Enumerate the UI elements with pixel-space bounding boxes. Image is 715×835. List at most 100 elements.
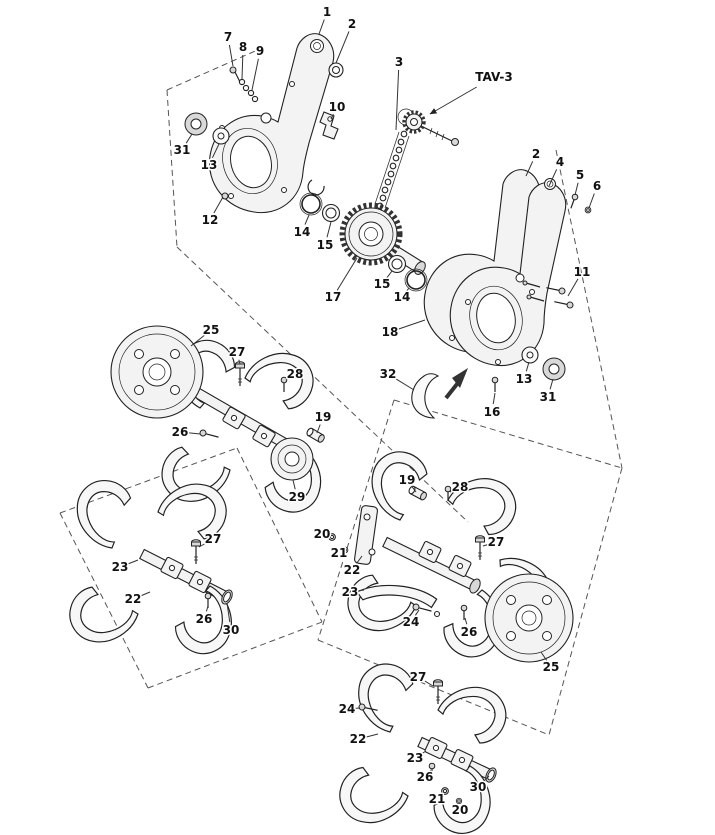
callout-16: 16 [484,405,501,419]
leader-line-11 [567,278,579,297]
leader-line-25 [540,651,548,661]
fasteners-7-8-9 [229,66,259,103]
leader-line-31 [549,378,554,390]
leader-line-29 [292,479,296,490]
bolts-11 [522,280,575,310]
leader-line-19 [316,424,321,434]
washer-2-left [328,62,344,78]
chain-sprocket-small [397,108,459,146]
leader-line-27 [424,680,434,687]
stud-16 [491,376,499,393]
callout-27: 27 [229,345,246,359]
leader-line-15 [326,221,332,238]
leader-line-5 [574,182,579,196]
callout-23: 23 [112,560,129,574]
callout-1: 1 [323,5,331,19]
leader-line-13 [525,361,530,372]
callout-5: 5 [576,168,584,182]
callout-22: 22 [125,592,142,606]
callout-6: 6 [593,179,601,193]
flange-disc-25-left [110,325,204,419]
callout-12: 12 [202,213,219,227]
callout-23: 23 [407,751,424,765]
leader-line-26 [429,769,432,772]
leader-line-32 [394,377,415,391]
leader-line-28 [449,490,454,493]
tube-end-30-left [223,591,231,603]
leader-line-6 [588,193,595,209]
tine-assembly-right [328,443,574,663]
callout-27: 27 [410,670,427,684]
callout-9: 9 [256,44,264,58]
leader-line-26 [464,617,468,625]
ring-14-right [406,270,426,290]
callout-24: 24 [339,702,356,716]
callout-20: 20 [452,803,469,817]
right-gearcase-half [423,169,567,367]
leader-line-18 [397,319,426,330]
leader-line-27 [482,543,489,547]
leader-line-14 [406,287,410,292]
leader-line-31 [185,133,193,144]
washer-31-right [542,357,566,381]
callout-29: 29 [289,490,306,504]
bolt-26-upper [198,428,220,441]
leader-line-12 [213,196,224,214]
callout-27: 27 [488,535,505,549]
callout-13: 13 [516,372,533,386]
direction-arrow [444,368,468,400]
callout-15: 15 [317,238,334,252]
callout-32: 32 [380,367,397,381]
callout-4: 4 [556,155,564,169]
bolt-27-right [474,535,486,561]
leader-line-27 [238,359,241,365]
callout-19: 19 [399,473,416,487]
callout-25: 25 [203,323,220,337]
tine-assembly-bottom [332,654,512,835]
callout-2: 2 [348,17,356,31]
leader-line-8 [241,54,244,80]
callout-22: 22 [344,563,361,577]
leader-line-2 [335,31,350,64]
callout-11: 11 [574,265,591,279]
callout-31: 31 [174,143,191,157]
hub-disc-29 [270,437,314,481]
leader-line-2 [525,161,534,177]
leader-line-7 [228,44,234,67]
drain-plug-12 [221,192,229,200]
callout-24: 24 [403,615,420,629]
leader-line-23 [421,750,427,755]
leader-line-TAV-3 [429,86,477,115]
drive-chain [374,130,410,210]
leader-line-22 [140,591,151,597]
leader-line-24 [414,609,420,616]
leader-line-10 [330,113,334,120]
leader-line-13 [211,143,220,159]
callout-26: 26 [461,625,478,639]
guard-32 [411,373,440,419]
callout-8: 8 [239,40,247,54]
callout-21: 21 [331,546,348,560]
fasteners-5-6 [567,192,592,214]
callout-31: 31 [540,390,557,404]
callout-17: 17 [325,290,342,304]
leader-line-21 [343,548,347,551]
callout-7: 7 [224,30,232,44]
callout-18: 18 [382,325,399,339]
callout-28: 28 [287,367,304,381]
callout-14: 14 [294,225,311,239]
leader-line-14 [304,214,310,225]
leader-line-28 [285,377,289,381]
callout-23: 23 [342,585,359,599]
leader-line-4 [548,169,558,187]
callout-14: 14 [394,290,411,304]
leader-line-9 [251,58,259,91]
left-gearcase-half [208,33,335,214]
tine-assembly-upper-left [110,325,329,519]
callout-26: 26 [172,425,189,439]
callout-22: 22 [350,732,367,746]
bolt-27-lower-left [190,539,202,565]
leader-line-26 [187,432,201,435]
leader-line-17 [336,257,358,291]
leader-line-23 [127,559,139,565]
